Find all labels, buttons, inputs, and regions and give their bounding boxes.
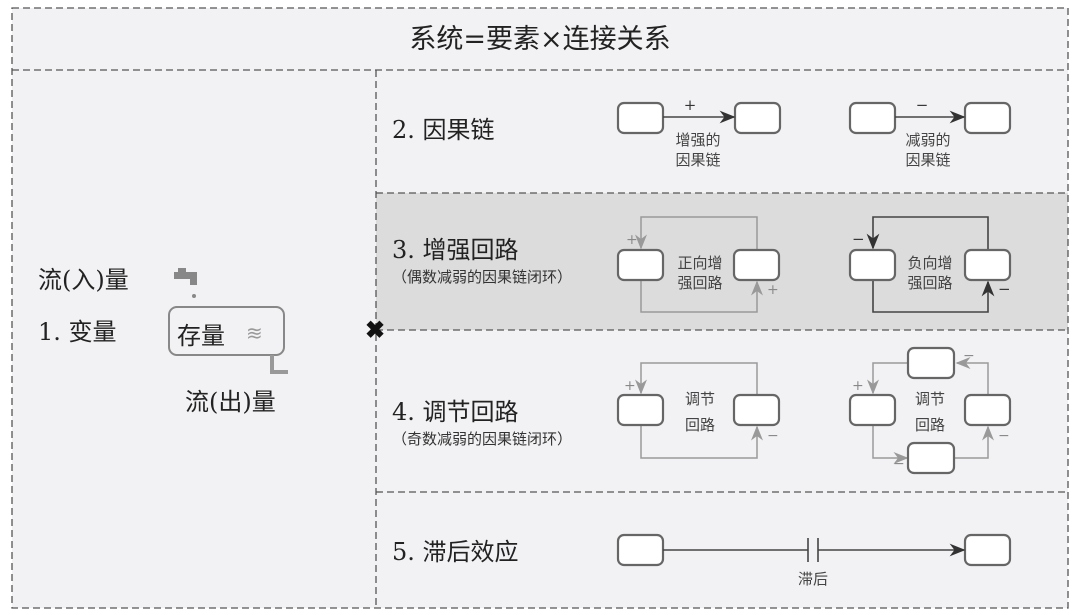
svg-text:减弱的: 减弱的 (905, 131, 950, 149)
stock-box (168, 306, 285, 356)
svg-text:负向增: 负向增 (907, 254, 952, 272)
reinforcing-note: （偶数减弱的因果链闭环） (392, 268, 572, 286)
stock-label: 存量 (177, 322, 225, 350)
svg-text:+: + (852, 378, 864, 394)
svg-text:因果链: 因果链 (675, 151, 720, 169)
svg-text:因果链: 因果链 (905, 151, 950, 169)
causal-chain-section: 2. 因果链 + 增强的 因果链 − 减弱的 因果链 (392, 96, 1012, 169)
water-wave-icon: ≋ (246, 321, 263, 345)
diagram-title: 系统=要素×连接关系 (409, 24, 670, 55)
reinforcing-loop-section: 3. 增强回路 （偶数减弱的因果链闭环） + + 正向增 强回路 − − 负向增… (392, 216, 1012, 313)
delay-section: 5. 滞后效应 滞后 (392, 533, 1012, 588)
reinforcing-heading: 3. 增强回路 (392, 236, 519, 264)
inflow-label: 流(入)量 (38, 266, 129, 294)
svg-text:−: − (767, 428, 779, 444)
outer-border (11, 7, 1069, 609)
svg-text:+: + (767, 282, 779, 298)
svg-text:+: + (684, 96, 697, 114)
svg-text:回路: 回路 (685, 416, 715, 434)
svg-text:强回路: 强回路 (907, 274, 952, 292)
svg-text:−: − (852, 230, 865, 248)
faucet-icon (174, 268, 197, 298)
svg-text:+: + (624, 378, 636, 394)
svg-text:回路: 回路 (915, 416, 945, 434)
balancing-loop-section: 4. 调节回路 （奇数减弱的因果链闭环） + − 调节 回路 + − − − 调… (392, 346, 1012, 475)
variables-heading: 1. 变量 (38, 318, 117, 346)
outflow-label: 流(出)量 (185, 388, 276, 416)
svg-text:强回路: 强回路 (677, 274, 722, 292)
svg-text:调节: 调节 (915, 390, 945, 408)
svg-text:−: − (998, 428, 1010, 444)
svg-text:正向增: 正向增 (677, 254, 722, 272)
svg-text:增强的: 增强的 (675, 131, 720, 149)
svg-text:−: − (963, 348, 975, 364)
svg-text:调节: 调节 (685, 390, 715, 408)
svg-text:−: − (893, 456, 905, 472)
outflow-pipe-icon (270, 355, 288, 374)
svg-text:−: − (916, 96, 929, 114)
reinforcing-highlight (376, 193, 1068, 330)
variables-section: 流(入)量 1. 变量 存量 ≋ 流(出)量 (38, 266, 288, 416)
causal-chain-heading: 2. 因果链 (392, 116, 495, 144)
delay-label: 滞后 (798, 570, 828, 588)
svg-text:+: + (626, 232, 638, 248)
delay-heading: 5. 滞后效应 (392, 538, 519, 566)
svg-text:−: − (998, 280, 1011, 298)
balancing-heading: 4. 调节回路 (392, 398, 519, 426)
multiply-icon: ✖ (365, 315, 385, 344)
balancing-note: （奇数减弱的因果链闭环） (392, 430, 572, 448)
